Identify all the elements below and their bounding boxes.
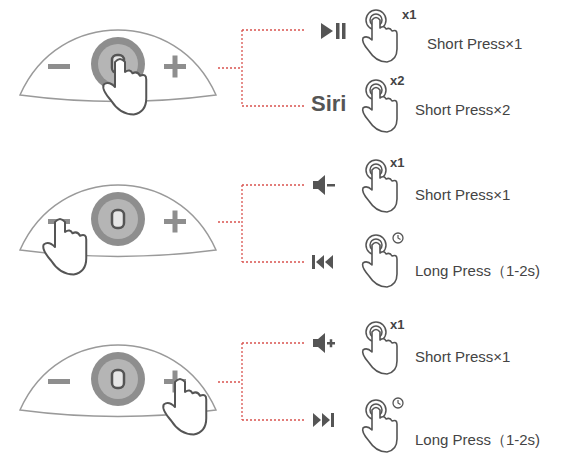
leader-line xyxy=(218,30,304,106)
leader-line xyxy=(218,185,304,262)
volume-up-icon xyxy=(313,333,335,353)
instruction-text: Long Press（1-2s) xyxy=(415,432,540,447)
play-pause-icon xyxy=(321,23,346,39)
tap-icon xyxy=(363,400,397,452)
previous-track-icon xyxy=(312,255,333,269)
press-count: x1 xyxy=(390,318,404,331)
leader-line xyxy=(218,343,304,420)
press-count: x1 xyxy=(390,156,404,169)
pressing-hand xyxy=(103,59,146,115)
press-count: x2 xyxy=(390,74,404,87)
volume-down-icon xyxy=(313,175,335,195)
clock-icon xyxy=(393,398,403,408)
instruction-text: Short Press×1 xyxy=(427,36,522,51)
function-label: Siri xyxy=(311,93,346,115)
instruction-text: Long Press（1-2s) xyxy=(415,263,540,278)
instruction-text: Short Press×1 xyxy=(415,349,510,364)
instruction-text: Short Press×2 xyxy=(415,102,510,117)
tap-icon xyxy=(363,235,397,287)
press-count: x1 xyxy=(402,8,416,21)
tap-icon xyxy=(363,80,397,132)
pressing-hand xyxy=(43,219,86,275)
clock-icon xyxy=(393,233,403,243)
instruction-text: Short Press×1 xyxy=(415,187,510,202)
next-track-icon xyxy=(313,413,334,427)
pressing-hand xyxy=(163,379,206,435)
tap-icon xyxy=(363,10,397,62)
